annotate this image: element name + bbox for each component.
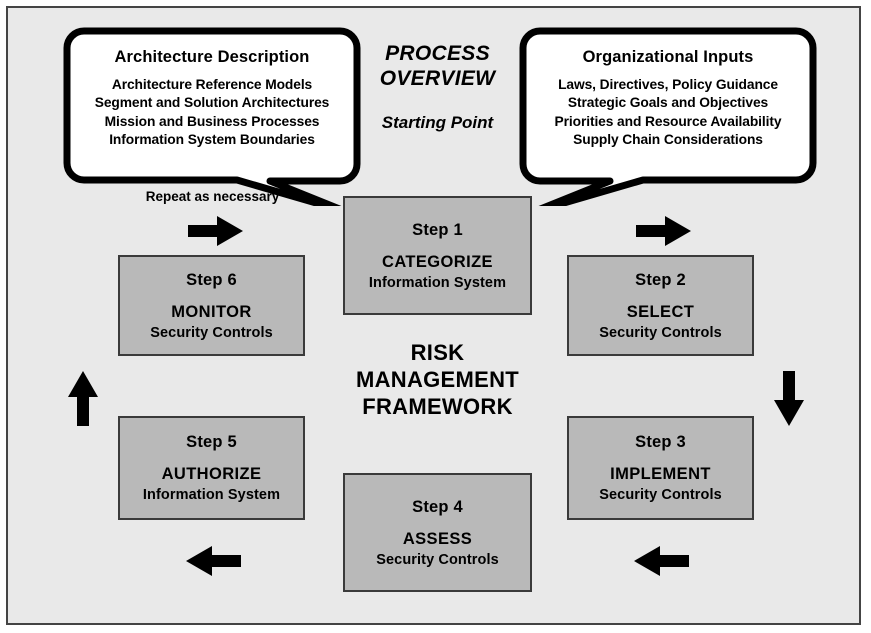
callout-line: Strategic Goals and Objectives — [567, 95, 769, 111]
arrow-down-icon — [773, 371, 805, 427]
callout-title: Architecture Description — [114, 48, 310, 66]
step-box-monitor[interactable]: Step 6 MONITOR Security Controls — [118, 255, 305, 356]
step-number: Step 1 — [412, 220, 463, 239]
step-box-select[interactable]: Step 2 SELECT Security Controls — [567, 255, 754, 356]
arrow-right-icon — [636, 215, 692, 247]
rmf-title-line-3: FRAMEWORK — [362, 393, 513, 419]
repeat-as-necessary-label: Repeat as necessary — [145, 189, 280, 204]
rmf-title-line-2: MANAGEMENT — [355, 366, 520, 392]
step-action: MONITOR — [171, 302, 252, 321]
callout-line: Architecture Reference Models — [111, 77, 313, 92]
callout-line: Priorities and Resource Availability — [554, 113, 782, 129]
callout-title: Organizational Inputs — [582, 48, 754, 66]
arrow-left-icon — [186, 545, 242, 577]
step-number: Step 6 — [186, 270, 237, 289]
step-object: Security Controls — [599, 487, 722, 503]
callout-architecture-description-body: Architecture Description Architecture Re… — [80, 48, 344, 149]
step-object: Information System — [368, 274, 507, 291]
step-action: CATEGORIZE — [382, 252, 493, 271]
step-box-implement[interactable]: Step 3 IMPLEMENT Security Controls — [567, 416, 754, 520]
process-overview-title: PROCESS OVERVIEW — [379, 42, 496, 90]
step-object: Security Controls — [599, 324, 722, 341]
step-box-authorize[interactable]: Step 5 AUTHORIZE Information System — [118, 416, 305, 520]
step-box-categorize[interactable]: Step 1 CATEGORIZE Information System — [343, 196, 532, 315]
step-number: Step 3 — [635, 433, 686, 451]
callout-line: Information System Boundaries — [109, 132, 315, 148]
rmf-title-line-1: RISK — [410, 340, 465, 365]
risk-management-framework-title: RISK MANAGEMENT FRAMEWORK — [350, 340, 525, 420]
arrow-up-icon — [67, 371, 99, 427]
callout-organizational-inputs: Organizational Inputs Laws, Directives, … — [516, 26, 818, 206]
callout-organizational-inputs-body: Organizational Inputs Laws, Directives, … — [536, 48, 800, 149]
callout-line: Segment and Solution Architectures — [94, 95, 330, 111]
starting-point-label: Starting Point — [381, 113, 494, 132]
callout-line: Mission and Business Processes — [104, 113, 320, 129]
step-object: Security Controls — [150, 324, 273, 341]
callout-line: Supply Chain Considerations — [573, 132, 763, 148]
callout-line: Laws, Directives, Policy Guidance — [558, 77, 778, 92]
arrow-right-icon — [188, 215, 244, 247]
step-number: Step 2 — [635, 270, 686, 289]
arrow-left-icon — [634, 545, 690, 577]
step-action: SELECT — [626, 302, 695, 321]
step-action: IMPLEMENT — [610, 465, 711, 483]
step-number: Step 4 — [412, 497, 463, 516]
step-action: ASSESS — [402, 529, 473, 548]
step-box-assess[interactable]: Step 4 ASSESS Security Controls — [343, 473, 532, 592]
step-action: AUTHORIZE — [161, 465, 262, 483]
step-object: Information System — [142, 487, 281, 503]
step-number: Step 5 — [186, 433, 237, 451]
step-object: Security Controls — [376, 551, 499, 568]
callout-architecture-description: Architecture Description Architecture Re… — [62, 26, 362, 206]
